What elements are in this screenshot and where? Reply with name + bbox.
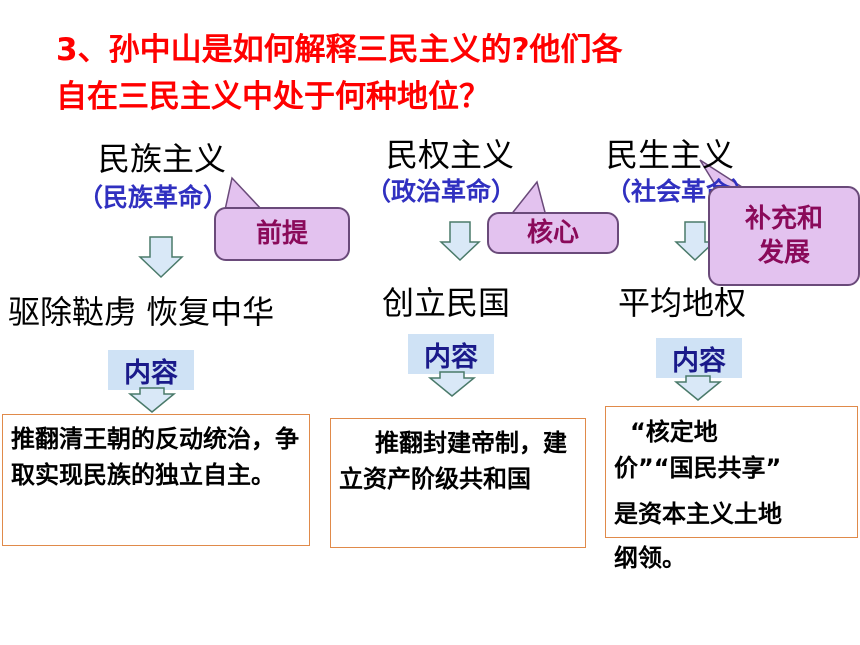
question-line-1: 3、孙中山是如何解释三民主义的?他们各 — [56, 32, 623, 68]
minsheng-role-bubble: 补充和 发展 — [708, 186, 860, 286]
minzu-subheading: （民族革命） — [78, 183, 229, 212]
minsheng-down-arrow-1 — [674, 221, 716, 262]
minsheng-role-text-1: 补充和 — [744, 204, 823, 234]
minzu-role-text: 前提 — [255, 219, 308, 249]
minquan-role-bubble: 核心 — [487, 212, 619, 254]
minquan-content-text: 推翻封建帝制，建立资产阶级共和国 — [339, 429, 567, 493]
minzu-role-bubble: 前提 — [214, 207, 350, 261]
minzu-content-label-text: 内容 — [124, 357, 178, 389]
minsheng-content-label: 内容 — [656, 338, 742, 378]
minsheng-content-line-4: 纲领。 — [614, 544, 686, 572]
minsheng-content-label-text: 内容 — [672, 345, 726, 377]
minzu-callout-pointer — [224, 176, 264, 211]
question-line-2: 自在三民主义中处于何种地位？ — [56, 79, 490, 115]
minzu-content-box: 推翻清王朝的反动统治，争取实现民族的独立自主。 — [2, 414, 310, 546]
minquan-goal: 创立民国 — [382, 284, 511, 322]
minzu-heading: 民族主义 — [98, 140, 227, 178]
minzu-goal: 驱除鞑虏 恢复中华 — [8, 293, 275, 331]
minquan-down-arrow-2 — [427, 371, 477, 397]
minquan-content-box: 推翻封建帝制，建立资产阶级共和国 — [330, 418, 586, 548]
minsheng-content-line-2: 价”“国民共享” — [614, 454, 782, 482]
minquan-subheading: （政治革命） — [366, 177, 517, 206]
minsheng-role-text-2: 发展 — [757, 238, 810, 268]
minsheng-content-line-3: 是资本主义土地 — [614, 500, 782, 528]
minsheng-down-arrow-2 — [673, 375, 723, 401]
minzu-content-label: 内容 — [108, 350, 194, 390]
minsheng-heading: 民生主义 — [606, 136, 735, 174]
minquan-content-label-text: 内容 — [424, 341, 478, 373]
minsheng-content-box — [605, 406, 858, 538]
minquan-heading: 民权主义 — [386, 136, 515, 174]
minquan-content-label: 内容 — [408, 334, 494, 374]
minsheng-goal: 平均地权 — [618, 284, 747, 322]
minzu-down-arrow-1 — [138, 236, 184, 279]
minzu-content-text: 推翻清王朝的反动统治，争取实现民族的独立自主。 — [11, 425, 299, 489]
minsheng-content-line-1: “核定地 — [630, 418, 718, 446]
minquan-down-arrow-1 — [439, 221, 481, 262]
minquan-role-text: 核心 — [526, 218, 579, 248]
minzu-down-arrow-2 — [127, 387, 177, 413]
